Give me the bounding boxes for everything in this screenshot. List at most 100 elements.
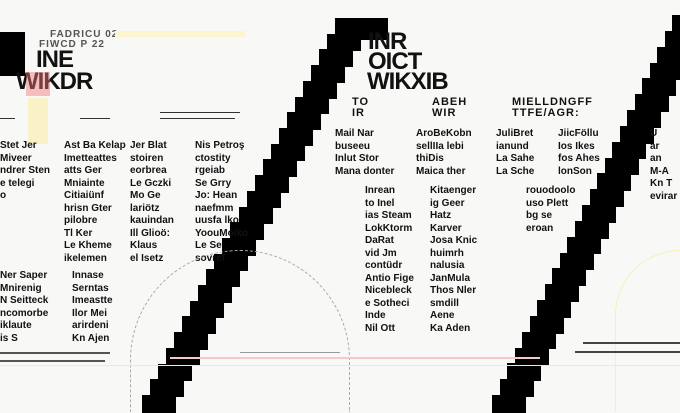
glitch-block [619,125,654,144]
glitch-block [582,205,616,223]
name-entry: Mail Nar [335,128,374,139]
glitch-block [627,110,661,128]
name-entry: rouodoolo [526,185,576,196]
name-entry: eroan [526,222,554,234]
center-title-line3: WIKXIB [367,68,449,95]
name-entry: Maica ther [416,165,466,177]
name-entry: uusfa lko [195,215,239,226]
name-entry: Le Kheme [64,240,112,251]
name-entry: Kn T [650,178,673,189]
glitch-block [0,46,25,62]
name-entry: ianund [496,140,529,152]
glitch-block [278,127,313,146]
name-entry: sellIIa lebi [416,140,464,152]
pink-rule [170,357,540,359]
divider [0,360,105,362]
name-entry: ncomorbe [0,307,49,319]
name-entry: Imeastte [72,295,113,306]
column-head-line: ABEH [432,96,468,108]
divider [0,118,15,119]
glitch-block [238,206,273,225]
name-entry: lonSon [558,165,592,177]
name-entry: ig Geer [430,197,465,209]
glitch-block [294,96,329,115]
name-entry: Kn Ajen [72,332,110,344]
divider [583,342,680,344]
name-entry: e telegi [0,177,35,189]
name-entry: Le Se [195,240,222,251]
name-entry: YoouMoiko [195,227,249,239]
name-entry: Inde [365,310,386,321]
name-entry: Hatz [430,210,452,221]
name-entry: eorbrea [130,165,167,176]
name-entry: atts Ger [64,165,102,176]
name-entry: ndrer Sten [0,165,51,176]
name-entry: fos Ahes [558,153,600,164]
glitch-block [0,60,25,76]
name-entry: Mo Ge [130,190,161,201]
name-entry: o [0,190,7,201]
name-entry: Tl Ker [64,227,93,239]
divider [575,351,680,353]
glitch-block [634,94,669,112]
name-entry: Josa Knic [430,235,478,246]
name-entry: Ner Saper [0,270,48,281]
glitch-block [262,159,297,178]
glitch-block [318,49,353,68]
glitch-block [230,222,265,240]
name-entry: LokKtorm [365,222,413,234]
yellow-rule [0,365,680,366]
column-head-line: TO [352,96,370,108]
name-entry: Inlut Stor [335,153,379,164]
yellow-arc [615,250,680,412]
column-head-line: MIELLDNGFF [512,96,593,108]
highlight-bar [115,31,245,37]
name-entry: contüdr [365,260,403,271]
name-entry: Mana donter [335,165,395,177]
glitch-block [514,347,549,366]
glitch-block [537,300,571,318]
name-entry: el Isetz [130,252,164,264]
name-entry: is S [0,332,18,344]
center-title-line2: OICT [368,48,422,75]
name-entry: arirdeni [72,320,109,331]
name-entry: Citiaiünf [64,190,104,201]
name-entry: Nil Ott [365,322,395,334]
divider [0,352,110,354]
name-entry: Klaus [130,240,158,251]
name-entry: Le Gczki [130,177,172,189]
glitch-block [286,112,321,130]
name-entry: buseeu [335,140,371,152]
name-entry: AroBeKobn [416,128,472,139]
red-highlight [26,72,50,96]
glitch-block [499,379,534,397]
name-entry: to Inel [365,197,395,209]
name-entry: Mnirenig [0,282,42,294]
name-entry: Nicebleck [365,285,412,296]
glitch-block [0,32,25,48]
divider [160,112,240,113]
name-entry: Se Grry [195,177,232,189]
divider [160,118,235,119]
name-entry: N Seitteck [0,295,49,306]
name-entry: Ill Glioö: [130,227,170,239]
name-entry: lariötz [130,202,160,214]
name-entry: Kitaenger [430,185,477,196]
left-title-line2: WIKDR [16,68,93,95]
name-entry: ias Steam [365,210,412,221]
left-title-line1: INE [36,46,74,73]
glitch-block [657,46,680,65]
name-entry: DaRat [365,235,394,246]
name-entry: Miveer [0,152,32,164]
name-entry: stoiren [130,152,164,164]
name-entry: vid Jm [365,247,397,259]
glitch-block [246,190,281,209]
name-entry: huimrh [430,247,464,259]
name-entry: ikelemen [64,252,107,264]
name-entry: Antio Fige [365,272,414,284]
